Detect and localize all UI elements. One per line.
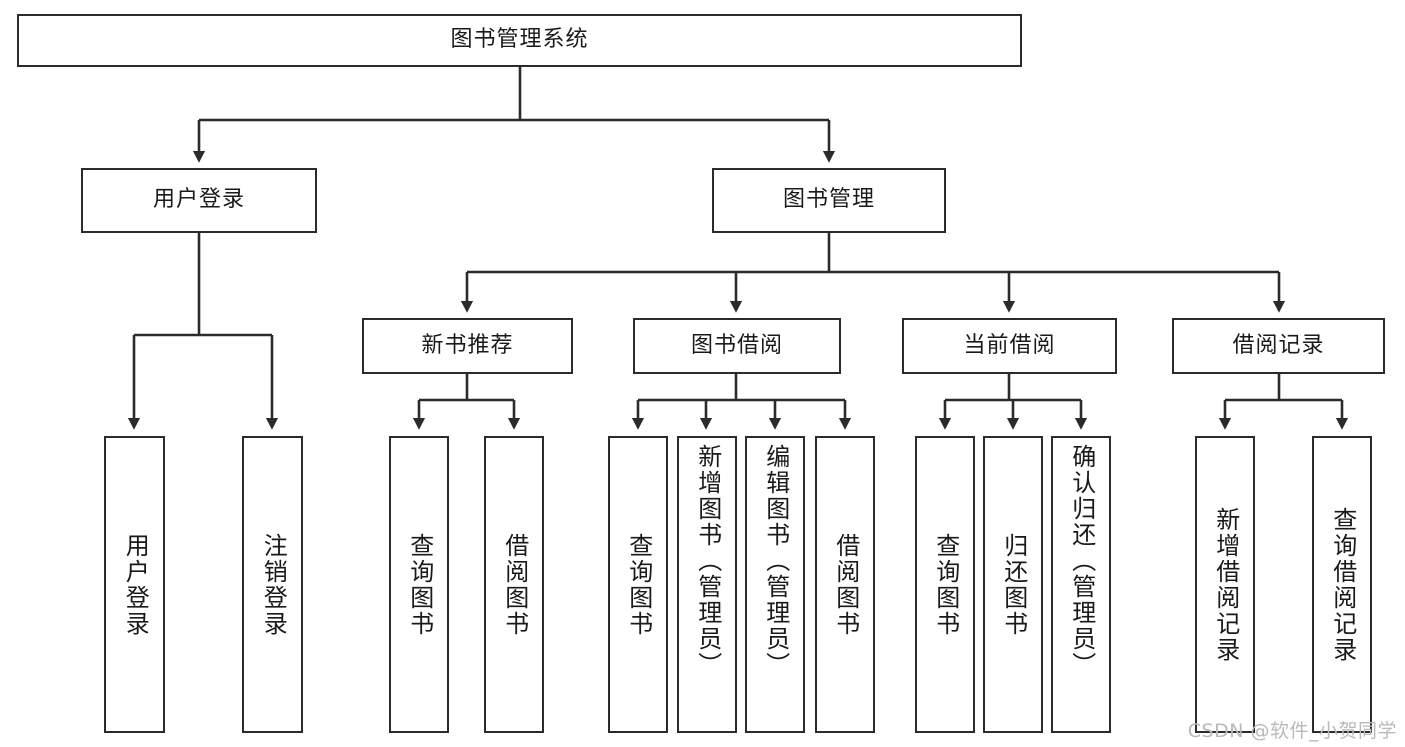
node-current-borrow[interactable]: 当前借阅	[902, 318, 1117, 374]
node-label: 借阅记录	[1232, 332, 1325, 358]
node-label: 查询图书	[931, 532, 960, 637]
leaf-borrow-book-recommend[interactable]: 借阅图书	[484, 436, 544, 733]
node-user-login[interactable]: 用户登录	[81, 168, 317, 233]
node-label: 编辑图书（管理员）	[761, 444, 790, 678]
node-label: 新书推荐	[421, 332, 514, 358]
leaf-return-book[interactable]: 归还图书	[983, 436, 1043, 733]
node-book-borrow[interactable]: 图书借阅	[633, 318, 841, 374]
node-new-book-recommend[interactable]: 新书推荐	[362, 318, 573, 374]
node-root-system[interactable]: 图书管理系统	[17, 14, 1022, 67]
node-label: 查询图书	[405, 532, 434, 637]
node-label: 查询借阅记录	[1328, 506, 1357, 663]
leaf-add-book-admin[interactable]: 新增图书（管理员）	[677, 436, 737, 733]
node-label: 图书借阅	[690, 332, 783, 358]
node-label: 用户登录	[121, 532, 150, 637]
leaf-query-borrow-record[interactable]: 查询借阅记录	[1312, 436, 1372, 733]
node-label: 新增借阅记录	[1211, 506, 1240, 663]
node-label: 图书管理系统	[450, 27, 589, 53]
leaf-query-book-recommend[interactable]: 查询图书	[389, 436, 449, 733]
leaf-borrow-book[interactable]: 借阅图书	[815, 436, 875, 733]
node-label: 归还图书	[999, 532, 1028, 637]
node-label: 确认归还（管理员）	[1067, 444, 1096, 678]
node-label: 查询图书	[624, 532, 653, 637]
node-label: 当前借阅	[963, 332, 1056, 358]
leaf-query-book-current[interactable]: 查询图书	[915, 436, 975, 733]
leaf-user-login[interactable]: 用户登录	[104, 436, 165, 733]
node-book-management[interactable]: 图书管理	[712, 168, 946, 233]
leaf-add-borrow-record[interactable]: 新增借阅记录	[1195, 436, 1255, 733]
node-label: 用户登录	[152, 187, 245, 213]
node-label: 注销登录	[259, 532, 288, 637]
node-label: 图书管理	[782, 187, 875, 213]
node-label: 新增图书（管理员）	[693, 444, 722, 678]
node-label: 借阅图书	[831, 532, 860, 637]
leaf-edit-book-admin[interactable]: 编辑图书（管理员）	[745, 436, 805, 733]
leaf-query-book-borrow[interactable]: 查询图书	[608, 436, 668, 733]
node-label: 借阅图书	[500, 532, 529, 637]
leaf-logout[interactable]: 注销登录	[242, 436, 303, 733]
leaf-confirm-return-admin[interactable]: 确认归还（管理员）	[1051, 436, 1111, 733]
watermark-text: CSDN @软件_小贺同学	[1187, 720, 1397, 742]
node-borrow-record[interactable]: 借阅记录	[1172, 318, 1385, 374]
